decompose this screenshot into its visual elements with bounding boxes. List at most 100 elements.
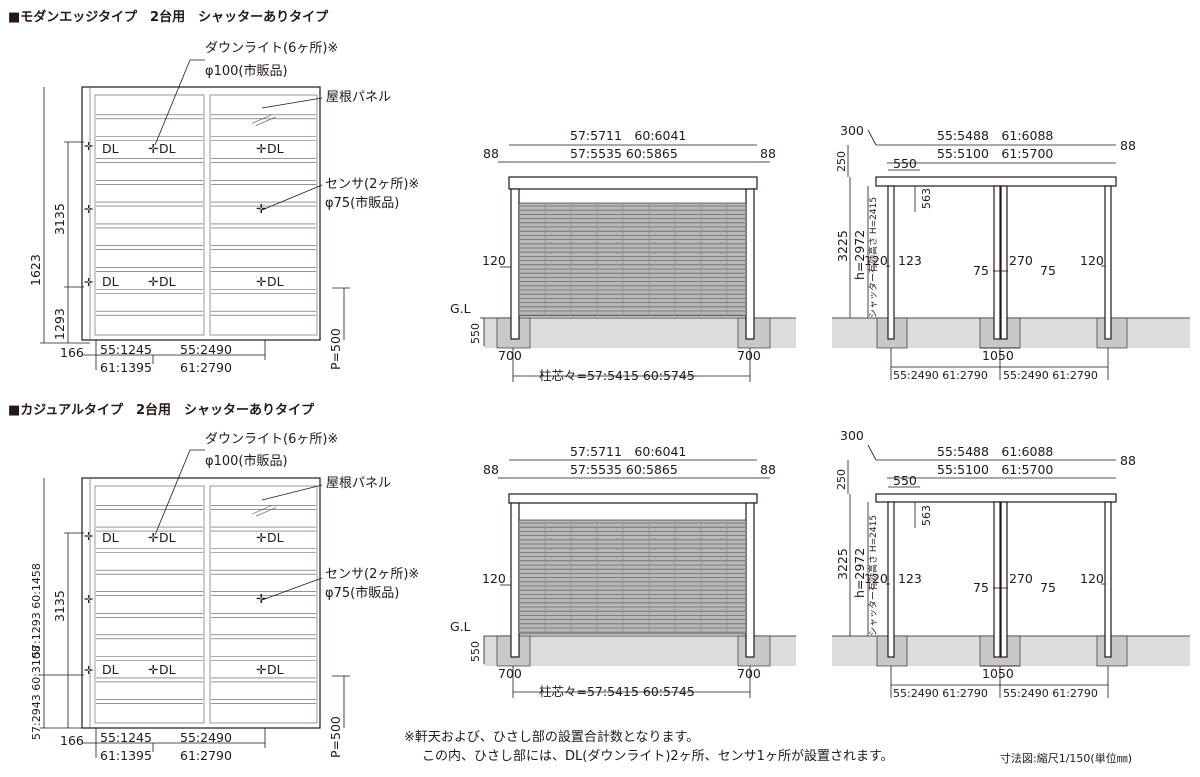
post-right (745, 502, 755, 658)
dl-label: DL (102, 274, 119, 289)
downlight-size: φ100(市販品) (205, 63, 288, 79)
front-dim-outer: 57:5711 60:6041 (570, 444, 686, 459)
section-modern-edge: ■モダンエッジタイプ 2台用 シャッターありタイプ DL ✛ DL ✛ DL D… (8, 9, 1190, 383)
edge-marker: ✛ (84, 593, 93, 606)
roof-panel-lines (96, 505, 316, 704)
side-120b: 120 (1080, 571, 1104, 586)
plan-left-bay (94, 485, 205, 724)
shutter (518, 202, 747, 317)
side-250: 250 (835, 151, 848, 172)
side-outer: 55:5488 61:6088 (937, 128, 1053, 143)
side-270: 270 (1009, 571, 1033, 586)
note-line-2: この内、ひさし部には、DL(ダウンライト)2ヶ所、センサ1ヶ所が設置されます。 (422, 748, 894, 764)
post-side (1000, 185, 1008, 340)
plan-outer-frame (81, 86, 321, 341)
bottom-dim: 61:2790 (180, 360, 232, 375)
side-elevation: 300 55:5488 61:6088 55:5100 61:5700 88 2… (832, 123, 1190, 382)
foot-left: 700 (498, 348, 522, 363)
front-elevation: 57:5711 60:6041 57:5535 60:5865 88 88 12… (450, 128, 796, 383)
footing (1096, 317, 1128, 349)
panel-line (251, 114, 273, 124)
edge-marker: ✛ (84, 530, 93, 543)
side-88: 88 (1120, 138, 1136, 153)
dl-marker: ✛ (148, 662, 159, 677)
post-side (1104, 185, 1112, 340)
dl-marker: ✛ (148, 530, 159, 545)
side-bottom: 55:2490 61:2790 (893, 369, 988, 382)
side-75a: 75 (973, 263, 989, 278)
front-550: 550 (469, 323, 482, 344)
roof-panel-label: 屋根パネル (326, 90, 391, 105)
bottom-dim: 55:2490 (180, 730, 232, 745)
front-120: 120 (482, 253, 506, 268)
front-dim-outer: 57:5711 60:6041 (570, 128, 686, 143)
front-120: 120 (482, 571, 506, 586)
side-550: 550 (893, 156, 917, 171)
plan-left-bay (94, 94, 205, 336)
side-elevation: 300 55:5488 61:6088 55:5100 61:5700 88 2… (832, 428, 1190, 700)
side-123: 123 (898, 571, 922, 586)
dl-marker: ✛ (256, 530, 267, 545)
side-h2972: h=2972 (852, 230, 867, 280)
section-casual: ■カジュアルタイプ 2台用 シャッターありタイプ DL ✛ DL ✛ DL DL… (8, 402, 1190, 763)
post-side (887, 501, 895, 658)
plan-view: DL ✛ DL ✛ DL DL ✛ DL ✛ DL ✛ ✛ ✛ ✛ ダウンライト… (28, 41, 419, 375)
bottom-dim: 55:1245 (100, 730, 152, 745)
side-120a: 120 (864, 571, 888, 586)
foot-right: 700 (737, 666, 761, 681)
post-side (993, 501, 1001, 658)
side-3225: 3225 (835, 230, 850, 262)
footing (1096, 635, 1128, 667)
gl-label: G.L (450, 619, 471, 634)
shutter-slats (520, 203, 745, 316)
dl-label: DL (267, 274, 284, 289)
side-75a: 75 (973, 580, 989, 595)
side-inner: 55:5100 61:5700 (937, 462, 1053, 477)
left-dim: 1293 (52, 308, 67, 340)
side-1050: 1050 (982, 348, 1014, 363)
dl-marker: ✛ (256, 141, 267, 156)
side-75b: 75 (1040, 580, 1056, 595)
post-side (1104, 501, 1112, 658)
section-title: ■モダンエッジタイプ 2台用 シャッターありタイプ (8, 9, 329, 25)
bottom-dim: 61:1395 (100, 360, 152, 375)
scale-note: 寸法図:縮尺1/150(単位㎜) (1000, 751, 1132, 765)
post-right (745, 188, 755, 340)
roof-beam-side (875, 493, 1117, 503)
front-side-right: 88 (760, 146, 776, 161)
front-side-left: 88 (483, 146, 499, 161)
panel-line (255, 116, 277, 126)
plan-right-bay (209, 485, 318, 724)
post-left (510, 188, 520, 340)
side-88: 88 (1120, 453, 1136, 468)
side-outer: 55:5488 61:6088 (937, 444, 1053, 459)
panel-line (255, 507, 277, 517)
shutter (518, 519, 747, 635)
plan-view: DL ✛ DL ✛ DL DL ✛ DL ✛ DL ✛ ✛ ✛ ✛ ダウンライト… (30, 432, 419, 763)
note-line-1: ※軒天および、ひさし部の設置合計数となります。 (404, 729, 699, 745)
p-dim: P=500 (328, 716, 343, 758)
left-dim: 57:1293 60:1458 (30, 563, 43, 658)
roof-beam (508, 176, 758, 190)
downlight-label: ダウンライト(6ヶ所)※ (205, 432, 338, 447)
left-dim: 3135 (52, 590, 67, 622)
plan-right-bay (209, 94, 318, 336)
side-250: 250 (835, 469, 848, 490)
side-75b: 75 (1040, 263, 1056, 278)
front-side-left: 88 (483, 462, 499, 477)
bottom-dim: 55:1245 (100, 342, 152, 357)
sensor-size: φ75(市販品) (325, 195, 399, 211)
dl-label: ✛ (148, 141, 159, 156)
side-300: 300 (840, 123, 864, 138)
downlight-label: ダウンライト(6ヶ所)※ (205, 41, 338, 56)
center-dim: 柱芯々=57:5415 60:5745 (539, 684, 695, 699)
footnotes: ※軒天および、ひさし部の設置合計数となります。 この内、ひさし部には、DL(ダウ… (404, 729, 1132, 765)
side-bottom: 55:2490 61:2790 (1003, 369, 1098, 382)
dl-label: DL (102, 141, 119, 156)
bottom-dim: 166 (60, 345, 84, 360)
dl-label: DL (159, 274, 176, 289)
front-side-right: 88 (760, 462, 776, 477)
side-563: 563 (920, 188, 933, 209)
side-563: 563 (920, 505, 933, 526)
